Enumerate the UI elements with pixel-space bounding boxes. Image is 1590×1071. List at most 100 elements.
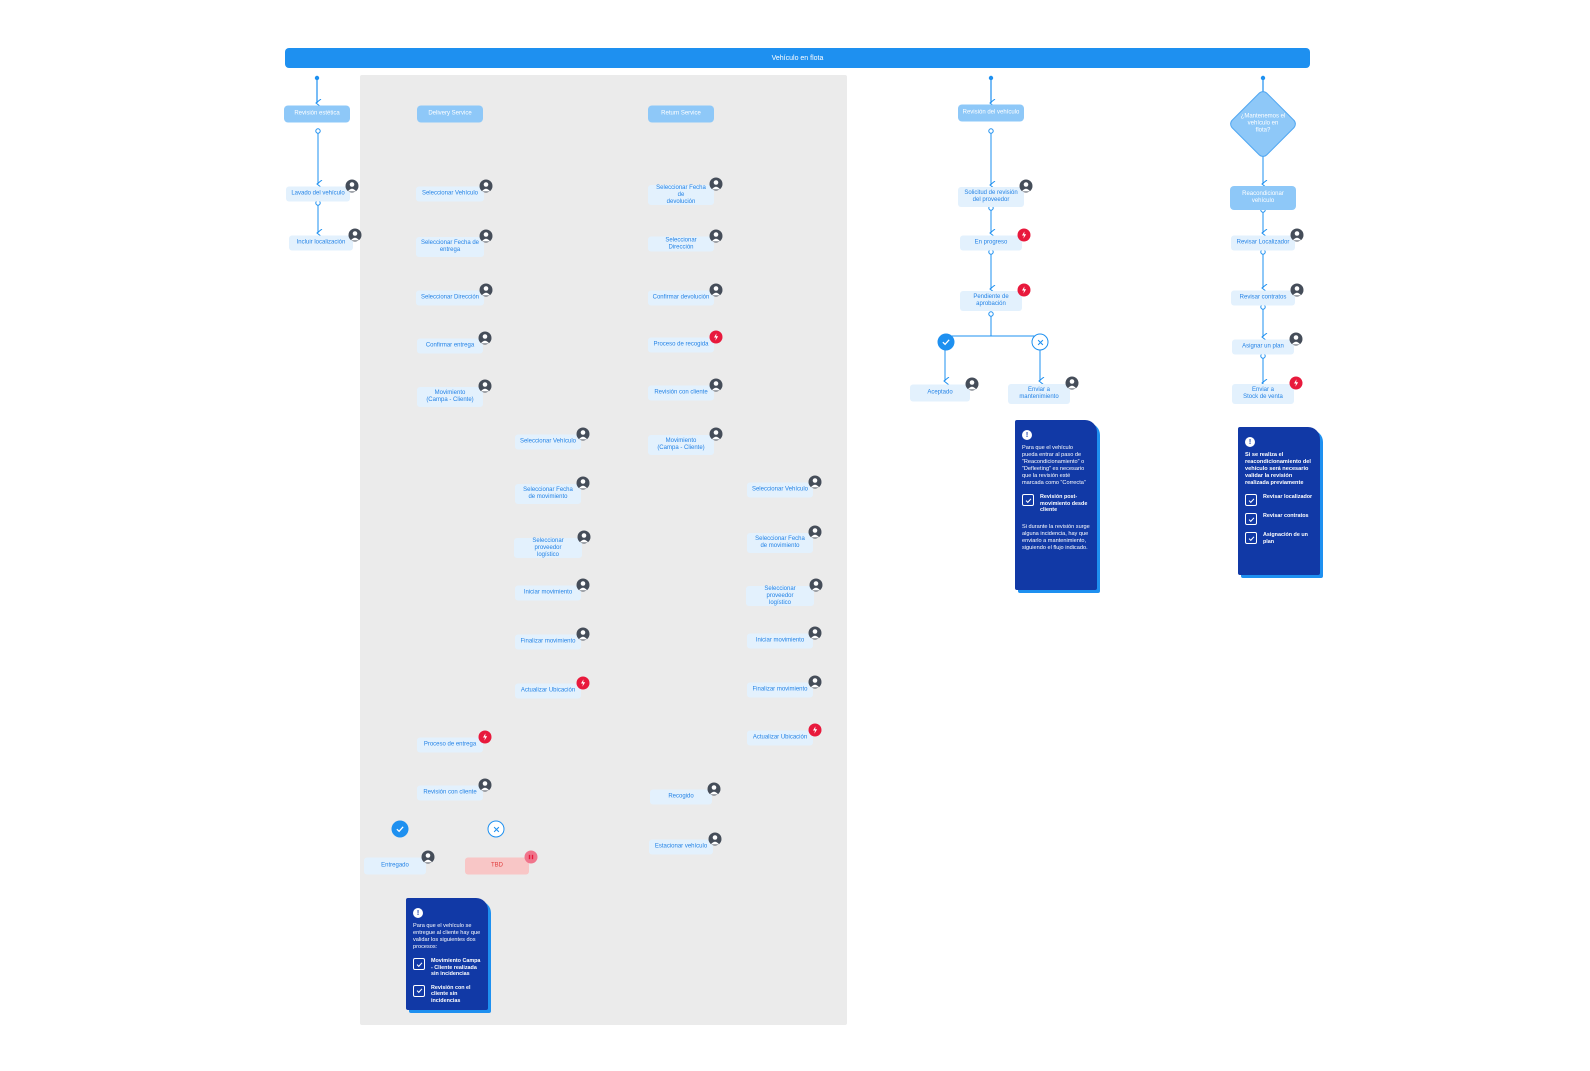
pause-icon	[524, 850, 538, 863]
alert-bolt-icon	[576, 676, 590, 689]
flow-node-d-entregado[interactable]: Entregado	[364, 857, 426, 875]
approved-check-icon	[391, 820, 409, 838]
flow-node-d-sel-dir[interactable]: Seleccionar Dirección	[416, 290, 484, 306]
checkbox-checked-icon	[413, 984, 425, 997]
flow-node-r-s-prov[interactable]: Seleccionar proveedor logístico	[746, 586, 814, 606]
flow-node-v-aceptado[interactable]: Aceptado	[910, 384, 970, 402]
flow-node-rev-estetica[interactable]: Revisión estética	[284, 105, 350, 123]
note-checklist-item: Asignación de un plan	[1245, 532, 1313, 545]
user-avatar-icon	[709, 177, 723, 191]
note-text: Si se realiza el reacondicionamiento del…	[1245, 452, 1311, 486]
user-avatar-icon	[1290, 283, 1304, 296]
user-avatar-icon	[576, 427, 590, 440]
checkbox-checked-icon	[1245, 494, 1257, 506]
alert-bolt-icon	[709, 330, 723, 343]
flow-node-v-pendiente[interactable]: Pendiente de aprobación	[960, 291, 1022, 311]
flow-node-d-sel-veh[interactable]: Seleccionar Vehículo	[416, 186, 484, 202]
flow-node-r-rev[interactable]: Revisión con cliente	[648, 385, 714, 401]
user-avatar-icon	[708, 832, 722, 845]
flow-node-v-solicitud[interactable]: Solicitud de revisión del proveedor	[958, 187, 1024, 207]
user-avatar-icon	[709, 378, 723, 391]
flow-node-r-mov[interactable]: Movimiento (Campa - Cliente)	[648, 435, 714, 455]
alert-bolt-icon	[1289, 376, 1303, 390]
flow-node-r-estacionar[interactable]: Estacionar vehículo	[649, 839, 713, 855]
user-avatar-icon	[1289, 332, 1303, 345]
flow-node-r-s-fecha[interactable]: Seleccionar Fecha de movimiento	[747, 533, 813, 553]
flow-node-d-s-prov[interactable]: Seleccionar proveedor logístico	[514, 538, 582, 558]
flow-node-d-sel-fecha[interactable]: Seleccionar Fecha de entrega	[416, 237, 484, 257]
user-avatar-icon	[478, 778, 492, 791]
flow-node-d-act[interactable]: Actualizar Ubicación	[515, 683, 581, 699]
flow-title-bar: Vehículo en flota	[285, 48, 1310, 68]
flow-node-d-mov[interactable]: Movimiento (Campa - Cliente)	[417, 387, 483, 407]
info-icon: !	[1245, 437, 1255, 447]
user-avatar-icon	[576, 578, 590, 591]
approved-check-icon	[937, 333, 955, 351]
user-avatar-icon	[421, 850, 435, 863]
user-avatar-icon	[576, 627, 590, 640]
note-checklist-item: Revisar contratos	[1245, 513, 1313, 525]
rejected-x-icon	[487, 820, 505, 838]
flow-node-r-ini[interactable]: Iniciar movimiento	[747, 633, 813, 649]
flow-node-m-rev-loc[interactable]: Revisar Localizador	[1231, 235, 1295, 251]
flow-node-reacond[interactable]: Reacondicionar vehículo	[1230, 186, 1296, 210]
user-avatar-icon	[808, 475, 822, 488]
note-checklist-item: Movimiento Campa - Cliente realizada sin…	[413, 958, 481, 978]
user-avatar-icon	[808, 525, 822, 539]
flow-node-d-conf[interactable]: Confirmar entrega	[417, 338, 483, 354]
flow-node-d-proc[interactable]: Proceso de entrega	[417, 737, 483, 753]
note-checklist-item: Revisión post-movimiento desde cliente	[1022, 494, 1090, 514]
checkbox-checked-icon	[413, 958, 425, 970]
info-icon: !	[413, 908, 423, 918]
flow-node-r-sel-dir[interactable]: Seleccionar Dirección	[648, 236, 714, 252]
flow-node-incluir-loc[interactable]: Incluir localización	[289, 235, 353, 251]
flow-node-v-enviar[interactable]: Enviar a mantenimiento	[1008, 384, 1070, 404]
info-note-note-revision: !Para que el vehículo pueda entrar al pa…	[1015, 420, 1097, 590]
checkbox-checked-icon	[1245, 513, 1257, 525]
flow-node-d-s-fecha[interactable]: Seleccionar Fecha de movimiento	[515, 484, 581, 504]
flow-node-r-s-veh[interactable]: Seleccionar Vehículo	[747, 482, 813, 498]
flow-node-lavado[interactable]: Lavado del vehículo	[286, 186, 350, 202]
flow-node-m-rev-con[interactable]: Revisar contratos	[1231, 290, 1295, 306]
user-avatar-icon	[808, 675, 822, 688]
flow-node-d-fin[interactable]: Finalizar movimiento	[515, 634, 581, 650]
user-avatar-icon	[1065, 376, 1079, 390]
note-text: Si durante la revisión surge alguna inci…	[1022, 523, 1090, 551]
user-avatar-icon	[1019, 179, 1033, 193]
checklist-label: Revisar localizador	[1263, 494, 1313, 500]
flow-node-d-tbd[interactable]: TBD	[465, 857, 529, 875]
user-avatar-icon	[576, 476, 590, 490]
user-avatar-icon	[707, 782, 721, 795]
flow-node-r-fin[interactable]: Finalizar movimiento	[747, 682, 813, 698]
checklist-label: Revisar contratos	[1263, 513, 1309, 519]
user-avatar-icon	[709, 427, 723, 441]
user-avatar-icon	[808, 626, 822, 639]
flow-node-m-asignar[interactable]: Asignar un plan	[1232, 339, 1294, 355]
user-avatar-icon	[479, 283, 493, 296]
checklist-label: Movimiento Campa - Cliente realizada sin…	[431, 958, 481, 977]
flow-node-r-sel-fecha[interactable]: Seleccionar Fecha de devolución	[648, 185, 714, 205]
flow-node-v-progreso[interactable]: En progreso	[960, 235, 1022, 251]
flow-node-r-conf[interactable]: Confirmar devolución	[648, 290, 714, 306]
user-avatar-icon	[348, 228, 362, 241]
alert-bolt-icon	[808, 723, 822, 736]
checkbox-checked-icon	[1245, 532, 1257, 544]
checklist-label: Asignación de un plan	[1263, 532, 1308, 545]
flow-node-d-rev[interactable]: Revisión con cliente	[417, 785, 483, 801]
flow-node-r-act[interactable]: Actualizar Ubicación	[747, 730, 813, 746]
info-note-note-entrega: ! Para que el vehículo se entregue al cli…	[406, 898, 488, 1010]
flow-node-m-enviar[interactable]: Enviar a Stock de venta	[1232, 384, 1294, 404]
flow-title: Vehículo en flota	[771, 54, 824, 62]
flow-node-r-proc-rec[interactable]: Proceso de recogida	[648, 337, 714, 353]
flow-node-return[interactable]: Return Service	[648, 105, 714, 123]
note-text: Para que el vehículo se entregue al clie…	[413, 923, 481, 950]
alert-bolt-icon	[478, 730, 492, 743]
flow-node-d-ini[interactable]: Iniciar movimiento	[515, 585, 581, 601]
rejected-x-icon	[1031, 333, 1049, 351]
flow-node-d-s-veh[interactable]: Seleccionar Vehículo	[515, 434, 581, 450]
flow-node-rev-vehiculo[interactable]: Revisión del vehículo	[958, 104, 1024, 122]
info-icon: !	[1022, 430, 1032, 440]
flow-node-delivery[interactable]: Delivery Service	[417, 105, 483, 123]
flow-node-r-recogido[interactable]: Recogido	[650, 789, 712, 805]
decision-label: ¿Mantenemos el vehículo en flota?	[1240, 113, 1286, 134]
